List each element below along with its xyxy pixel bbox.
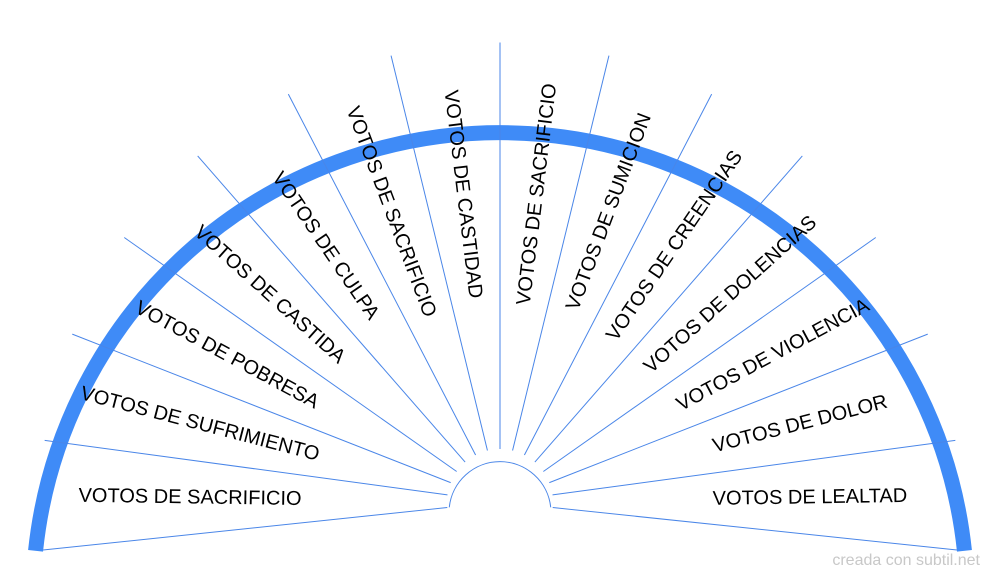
center-hub	[448, 461, 552, 508]
watermark-text: creada con subtil.net	[832, 552, 980, 569]
divider-line	[523, 93, 713, 456]
divider-lines	[42, 42, 958, 551]
divider-line	[72, 333, 451, 484]
divider-line	[390, 55, 488, 451]
segment-label: VOTOS DE SACRIFICIO	[78, 485, 301, 510]
divider-line	[512, 55, 610, 451]
segment-label: VOTOS DE SACRIFICIO	[513, 82, 561, 306]
divider-line	[42, 507, 448, 551]
divider-line	[197, 155, 466, 463]
divider-line	[44, 439, 448, 496]
segment-label: VOTOS DE CASTIDAD	[440, 89, 487, 300]
divider-line	[534, 155, 803, 463]
divider-line	[552, 507, 958, 551]
divider-line	[287, 93, 477, 456]
divider-line	[549, 333, 928, 484]
segment-label: VOTOS DE LEALTAD	[713, 485, 908, 510]
segment-label: VOTOS DE DOLOR	[710, 391, 889, 457]
divider-line	[123, 237, 457, 472]
divider-line	[543, 237, 877, 472]
divider-line	[552, 439, 956, 496]
